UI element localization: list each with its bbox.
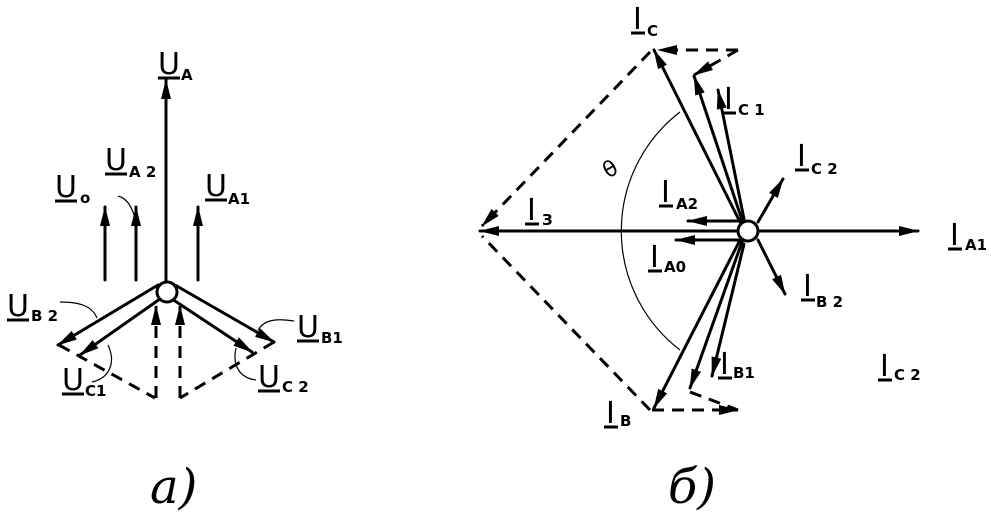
dashed-lower-left [480,234,652,412]
vector-uc2-dashed [179,340,275,400]
svg-text:C: C [647,22,658,40]
label-ua2: U A 2 [105,143,156,181]
svg-text:U: U [55,170,77,205]
leader-ub2 [59,301,98,319]
vector-ic2 [756,177,785,224]
node-b [736,219,760,243]
svg-text:З: З [542,211,553,229]
label-ub2: U B 2 [7,289,58,325]
vector-ic [652,48,742,224]
dashed-upper-left [480,50,652,228]
label-ic: I C [631,2,658,40]
vector-uc1-dashed [58,343,156,400]
svg-text:B1: B1 [733,364,755,382]
angle-symbol: θ [599,156,623,184]
svg-text:A2: A2 [676,195,698,213]
diagram-a: U A U A 2 U A1 U o U B 2 U B1 [7,47,343,515]
label-ua: U A [158,47,193,84]
label-ib: I B [604,396,631,431]
svg-text:I: I [527,193,536,228]
svg-text:I: I [650,240,659,275]
leader-ua2 [117,195,137,223]
node-a [155,280,179,304]
svg-text:A: A [181,66,193,84]
svg-text:U: U [258,360,280,395]
svg-text:A1: A1 [228,190,250,208]
caption-b: б) [668,459,716,515]
svg-text:I: I [661,175,670,210]
svg-text:B: B [620,412,631,430]
label-ub1: U B1 [297,310,343,347]
label-ia2: I A2 [659,175,698,213]
svg-text:I: I [633,2,642,37]
vector-ib1 [710,242,746,378]
dashed-top-drop [693,48,739,77]
label-uc2: U C 2 [258,360,309,396]
svg-text:A 2: A 2 [129,163,156,181]
label-ua1: U A1 [205,169,250,208]
vector-ib2 [756,238,787,296]
svg-text:I: I [720,347,729,382]
svg-text:I: I [803,269,812,304]
svg-text:I: I [950,218,959,253]
leader-uc2 [234,347,257,381]
svg-text:C 2: C 2 [894,366,921,384]
svg-text:A1: A1 [965,236,987,254]
leader-ub1 [257,319,295,331]
angle-arc [620,111,681,351]
vector-ub2 [56,283,160,347]
svg-text:I: I [797,139,806,174]
label-uc1: U C1 [62,363,106,400]
label-ib2: I B 2 [801,269,843,311]
label-u0: U o [55,170,90,207]
svg-text:C 2: C 2 [282,378,309,396]
svg-text:U: U [62,363,84,398]
svg-text:B 2: B 2 [31,307,58,325]
svg-text:C1: C1 [85,382,106,400]
label-ic1: I C 1 [722,82,765,119]
label-ic2: I C 2 [795,139,838,178]
svg-text:U: U [158,47,180,82]
diagram-b: θ I C I C 1 I C 2 I A2 I З [478,2,987,515]
leader-uc1 [91,344,113,383]
svg-text:B 2: B 2 [816,293,843,311]
label-ia0: I A0 [648,240,686,276]
label-iz: I З [525,193,553,229]
svg-text:C 2: C 2 [811,160,838,178]
svg-text:I: I [606,396,615,431]
vector-ub1 [173,283,276,344]
svg-text:C 1: C 1 [738,101,765,119]
vector-ub2-inner [78,297,162,357]
vector-ub1-inner [170,297,254,354]
label-ib1: I B1 [718,347,755,382]
svg-text:U: U [7,289,29,324]
svg-text:U: U [105,143,127,178]
svg-text:U: U [205,169,227,204]
svg-text:U: U [297,310,319,345]
svg-text:I: I [724,82,733,117]
svg-text:B1: B1 [321,329,343,347]
label-ic2-standalone: I C 2 [878,349,921,384]
svg-text:I: I [880,349,889,384]
dashed-bottom-rise [689,390,739,412]
label-ia1: I A1 [948,218,987,254]
vector-ic-inner [692,74,744,222]
svg-text:o: o [80,189,90,207]
svg-text:A0: A0 [664,258,686,276]
vector-ib [652,238,742,410]
vector-ib-inner [688,240,744,390]
caption-a: а) [150,459,197,515]
